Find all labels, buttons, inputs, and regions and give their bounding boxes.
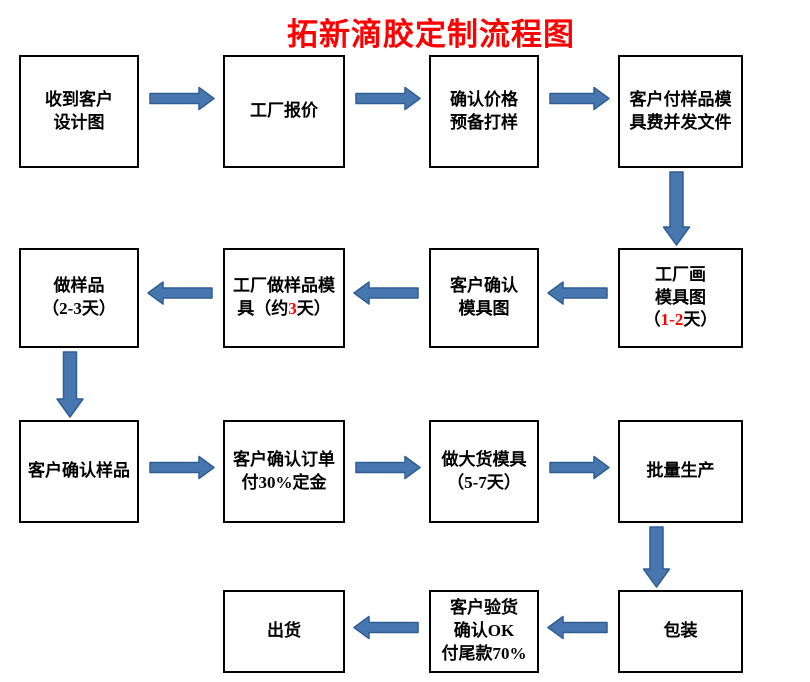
arrow-n4-n5 <box>662 171 691 246</box>
arrow-n6-n7 <box>353 281 419 305</box>
flow-node-label-line: 客户确认样品 <box>28 460 130 483</box>
flow-node-label-line: 工厂画 <box>655 264 706 287</box>
label-text: （5-7天） <box>447 472 521 492</box>
flow-node-label-line: 模具图 <box>655 287 706 310</box>
label-text: 付30%定金 <box>241 472 327 492</box>
flow-node-receive-customer-design: 收到客户设计图 <box>19 55 139 168</box>
page-title: 拓新滴胶定制流程图 <box>287 17 575 52</box>
label-text: 设计图 <box>53 112 105 132</box>
label-text: 工厂做样品模 <box>233 276 335 296</box>
highlighted-text: 3 <box>288 299 297 318</box>
flow-node-label-line: 客户付样品模 <box>630 89 732 112</box>
label-text: （ <box>643 310 661 330</box>
flow-node-label-line: 工厂做样品模 <box>233 275 335 298</box>
label-text: 确认价格 <box>450 89 518 109</box>
label-text: 批量生产 <box>646 461 715 481</box>
flow-node-label-line: 收到客户 <box>45 89 113 112</box>
flow-node-label-line: 确认价格 <box>450 89 518 112</box>
arrow-n2-n3 <box>355 86 421 111</box>
flow-node-label-line: 出货 <box>267 620 301 643</box>
flow-node-label-line: 工厂报价 <box>250 100 318 123</box>
flow-node-confirm-price-prepare-sampling: 确认价格预备打样 <box>429 55 539 168</box>
label-text: 客户确认 <box>450 276 518 296</box>
flow-node-label-line: 做大货模具 <box>442 449 527 472</box>
label-text: 工厂报价 <box>250 101 318 121</box>
label-text: 做样品 <box>53 276 105 296</box>
flow-node-label-line: 预备打样 <box>450 112 518 135</box>
arrow-n10-n11 <box>355 455 421 480</box>
label-text: 客户付样品模 <box>629 89 732 109</box>
flow-node-label-line: 付30%定金 <box>242 472 327 495</box>
label-text: 确认OK <box>453 621 515 641</box>
flow-node-label-line: （5-7天） <box>447 472 521 495</box>
flow-node-factory-draws-mold-drawing: 工厂画模具图（1-2天） <box>618 248 743 348</box>
flow-node-label-line: 确认OK <box>454 620 514 643</box>
label-text: 出货 <box>267 621 301 641</box>
flow-node-label-line: 设计图 <box>54 112 105 135</box>
label-text: 具（约 <box>237 299 289 318</box>
highlighted-text: 1-2 <box>660 310 684 330</box>
flow-node-customer-pays-sample-mold-fee: 客户付样品模具费并发文件 <box>618 55 743 168</box>
flow-node-label-line: 具费并发文件 <box>630 112 732 135</box>
arrow-n5-n6 <box>547 281 608 305</box>
label-text: 预备打样 <box>450 112 518 132</box>
arrow-n8-n9 <box>56 351 84 418</box>
label-text: 客户验货 <box>450 598 518 618</box>
arrow-n13-n14 <box>547 615 608 640</box>
label-text: 付尾款70% <box>441 643 527 663</box>
flow-node-label-line: 具（约3天） <box>237 298 331 321</box>
flow-node-make-production-mold: 做大货模具 （5-7天） <box>429 420 539 523</box>
label-text: 模具图 <box>655 287 706 307</box>
flow-node-label-line: （1-2天） <box>644 309 718 332</box>
flow-node-mass-production: 批量生产 <box>618 420 743 523</box>
label-text: 收到客户 <box>45 89 113 109</box>
arrow-n9-n10 <box>149 455 215 480</box>
flow-node-label-line: 包装 <box>664 620 698 643</box>
arrow-n11-n12 <box>549 455 610 480</box>
label-text: 具费并发文件 <box>629 112 732 132</box>
arrow-n1-n2 <box>149 86 215 111</box>
flow-node-label-line: 付尾款70% <box>442 643 527 666</box>
flow-node-label-line: 批量生产 <box>647 460 715 483</box>
label-text: 客户确认样品 <box>28 461 130 481</box>
label-text: 天） <box>296 299 331 318</box>
flow-node-customer-confirms-mold-drawing: 客户确认模具图 <box>429 248 539 348</box>
flow-node-label-line: 做样品 <box>54 275 105 298</box>
flow-node-make-sample: 做样品 （2-3天） <box>19 248 139 348</box>
arrow-n14-n15 <box>353 615 419 640</box>
label-text: 天） <box>683 310 718 330</box>
flow-node-label-line: 客户确认 <box>450 275 518 298</box>
flow-node-label-line: （2-3天） <box>42 298 116 321</box>
flow-node-customer-confirms-order-30-deposit: 客户确认订单付30%定金 <box>223 420 345 523</box>
label-text: 客户确认订单 <box>233 449 335 469</box>
flow-node-label-line: 模具图 <box>459 298 510 321</box>
arrow-n7-n8 <box>147 281 213 305</box>
label-text: 模具图 <box>458 299 510 318</box>
flow-node-packaging: 包装 <box>618 590 743 673</box>
flow-node-factory-makes-sample-mold: 工厂做样品模具（约3天） <box>223 248 345 348</box>
arrow-n3-n4 <box>549 86 610 111</box>
label-text: 包装 <box>663 621 698 641</box>
label-text: （2-3天） <box>42 299 116 318</box>
flow-node-customer-confirms-sample: 客户确认样品 <box>19 420 139 523</box>
flow-node-label-line: 客户确认订单 <box>233 449 335 472</box>
flow-node-label-line: 客户验货 <box>450 597 518 620</box>
flow-node-shipment: 出货 <box>223 590 345 673</box>
label-text: 做大货模具 <box>441 449 527 469</box>
flow-node-factory-quote: 工厂报价 <box>223 55 345 168</box>
label-text: 工厂画 <box>655 264 706 284</box>
arrow-n12-n13 <box>642 526 671 588</box>
